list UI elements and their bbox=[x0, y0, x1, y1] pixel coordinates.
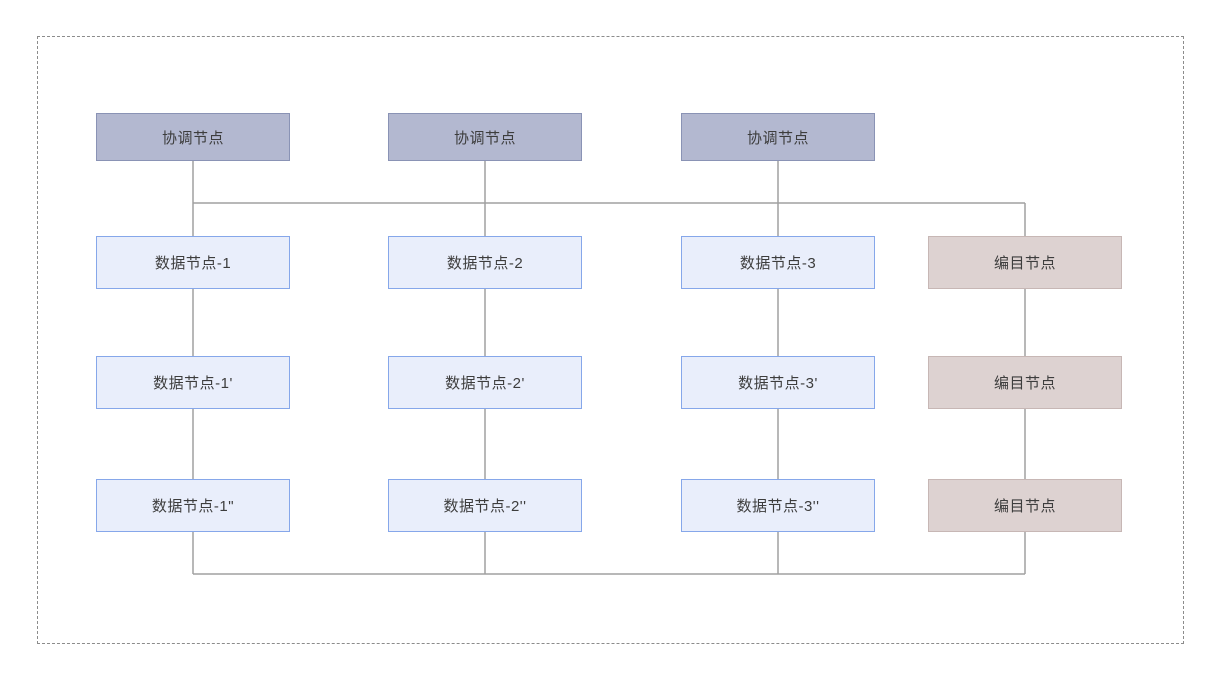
data-node-1-double-prime: 数据节点-1" bbox=[96, 479, 290, 532]
coordinator-node-1: 协调节点 bbox=[96, 113, 290, 161]
data-node-2-double-prime: 数据节点-2'' bbox=[388, 479, 582, 532]
data-node-2-prime: 数据节点-2' bbox=[388, 356, 582, 409]
catalog-node-1: 编目节点 bbox=[928, 236, 1122, 289]
data-node-1-prime: 数据节点-1' bbox=[96, 356, 290, 409]
catalog-node-2: 编目节点 bbox=[928, 356, 1122, 409]
data-node-3: 数据节点-3 bbox=[681, 236, 875, 289]
data-node-1: 数据节点-1 bbox=[96, 236, 290, 289]
coordinator-node-2: 协调节点 bbox=[388, 113, 582, 161]
data-node-2: 数据节点-2 bbox=[388, 236, 582, 289]
data-node-3-double-prime: 数据节点-3'' bbox=[681, 479, 875, 532]
coordinator-node-3: 协调节点 bbox=[681, 113, 875, 161]
dashed-boundary-frame bbox=[37, 36, 1184, 644]
catalog-node-3: 编目节点 bbox=[928, 479, 1122, 532]
data-node-3-prime: 数据节点-3' bbox=[681, 356, 875, 409]
